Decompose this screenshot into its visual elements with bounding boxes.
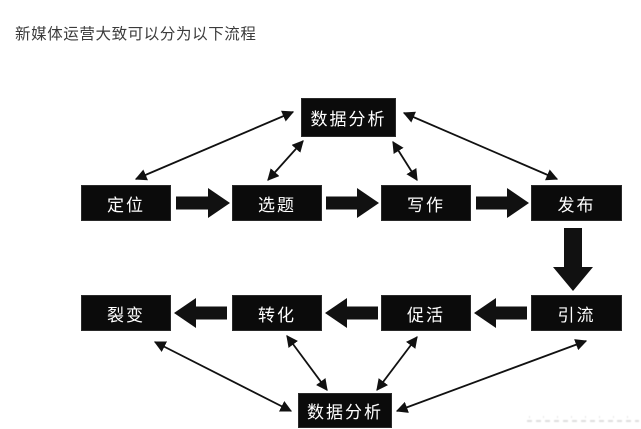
feedback-arrow-analysis-top-topic: [267, 140, 304, 181]
node-traffic: 引流: [532, 296, 621, 330]
flow-arrow-writing-publish: [476, 188, 529, 218]
flow-arrow-traffic-activation: [474, 298, 527, 328]
node-conversion: 转化: [233, 296, 321, 330]
node-analysis-top: 数据分析: [302, 99, 395, 136]
node-activation: 促活: [382, 296, 470, 330]
node-writing: 写作: [382, 186, 470, 220]
node-positioning: 定位: [82, 186, 170, 220]
feedback-arrow-analysis-top-positioning: [134, 110, 295, 181]
feedback-arrow-analysis-top-writing: [392, 141, 418, 181]
flow-arrow-conversion-fission: [174, 298, 227, 328]
node-publish: 发布: [532, 186, 621, 220]
feedback-arrow-analysis-bottom-traffic: [395, 339, 588, 413]
page-title: 新媒体运营大致可以分为以下流程: [15, 26, 257, 43]
feedback-arrow-analysis-bottom-activation: [376, 336, 418, 391]
feedback-arrow-analysis-bottom-conversion: [286, 335, 328, 391]
node-fission: 裂变: [82, 296, 170, 330]
node-topic: 选题: [233, 186, 321, 220]
flow-arrow-positioning-topic: [176, 188, 230, 218]
flow-arrow-topic-writing: [326, 188, 379, 218]
feedback-arrow-analysis-bottom-fission: [153, 341, 293, 412]
watermark: [527, 413, 639, 425]
node-analysis-bottom: 数据分析: [299, 394, 391, 427]
flow-arrow-activation-conversion: [325, 298, 378, 328]
feedback-arrow-analysis-top-publish: [402, 111, 559, 181]
flow-arrow-publish-traffic: [553, 228, 593, 291]
